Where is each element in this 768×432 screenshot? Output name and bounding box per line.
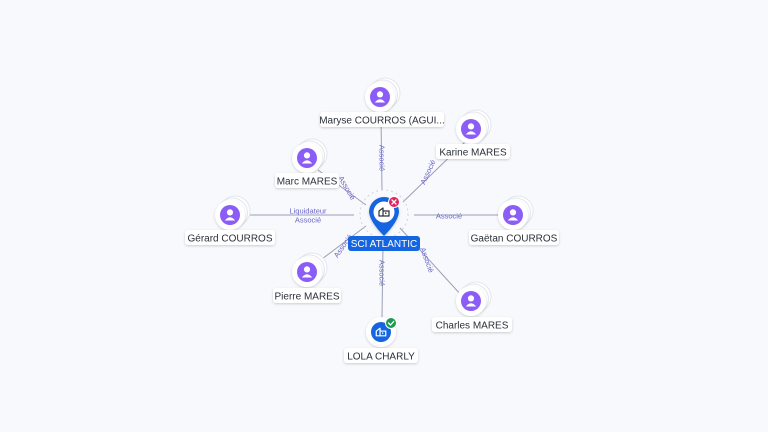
pierre-edge bbox=[317, 225, 367, 263]
person-node-pierre[interactable]: Pierre MARES bbox=[273, 252, 341, 303]
center-node-sci-atlantic[interactable]: SCI ATLANTIC bbox=[348, 189, 420, 251]
lola-edge-label: Associé bbox=[378, 260, 387, 286]
karine-edge-label: Associé bbox=[418, 158, 437, 186]
maryse-edge-label: Associé bbox=[378, 145, 387, 171]
person-node-gaetan[interactable]: Gaëtan COURROS bbox=[469, 195, 559, 245]
lola-building-icon bbox=[375, 327, 387, 337]
charles-edge-label: Associé bbox=[418, 246, 435, 274]
gaetan-person-icon bbox=[503, 205, 523, 225]
charles-person-icon bbox=[461, 291, 481, 311]
lola-label-bg bbox=[344, 348, 418, 363]
marc-person-icon bbox=[297, 148, 317, 168]
marc-label: Marc MARES bbox=[277, 177, 338, 188]
maryse-label-bg bbox=[320, 112, 444, 127]
maryse-person-icon bbox=[370, 87, 390, 107]
gaetan-label: Gaëtan COURROS bbox=[471, 234, 558, 245]
charles-label: Charles MARES bbox=[436, 321, 509, 332]
gerard-label: Gérard COURROS bbox=[187, 234, 272, 245]
gerard-edge-label: Liquidateur bbox=[289, 207, 327, 216]
maryse-edge bbox=[380, 116, 383, 191]
gaetan-edge-label: Associé bbox=[436, 212, 462, 221]
karine-person-icon bbox=[461, 119, 481, 139]
karine-label: Karine MARES bbox=[439, 148, 507, 159]
person-node-karine[interactable]: Karine MARES bbox=[436, 109, 510, 159]
gaetan-label-bg bbox=[469, 230, 559, 245]
center-label: SCI ATLANTIC bbox=[351, 239, 418, 250]
center-halo bbox=[359, 189, 409, 239]
center-layer: SCI ATLANTIC bbox=[348, 189, 420, 251]
center-building-icon bbox=[378, 207, 390, 217]
person-node-maryse[interactable]: Maryse COURROS (AGUI... bbox=[319, 77, 445, 127]
charles-label-bg bbox=[432, 317, 512, 332]
karine-label-bg bbox=[436, 144, 510, 159]
nodes-layer: Maryse COURROS (AGUI... Karine MARES Marc … bbox=[185, 77, 559, 363]
company-node-lola[interactable]: LOLA CHARLY bbox=[344, 317, 418, 363]
marc-label-bg bbox=[275, 173, 339, 188]
person-node-charles[interactable]: Charles MARES bbox=[432, 281, 512, 332]
gerard-label-bg bbox=[185, 230, 275, 245]
pierre-label-bg bbox=[273, 288, 341, 303]
person-node-marc[interactable]: Marc MARES bbox=[275, 138, 339, 188]
gerard-person-icon bbox=[220, 205, 240, 225]
gerard-2-edge-label: Associé bbox=[295, 216, 321, 225]
lola-check-icon bbox=[385, 317, 397, 329]
center-label-bg bbox=[348, 236, 420, 251]
marc-edge-label: Associé bbox=[337, 174, 358, 201]
pierre-person-icon bbox=[297, 262, 317, 282]
person-node-gerard[interactable]: Gérard COURROS bbox=[185, 195, 275, 245]
pierre-label: Pierre MARES bbox=[274, 292, 339, 303]
lola-edge bbox=[381, 243, 384, 319]
center-pin-inner bbox=[373, 201, 395, 223]
center-close-icon bbox=[388, 196, 400, 208]
lola-label: LOLA CHARLY bbox=[347, 352, 415, 363]
maryse-label: Maryse COURROS (AGUI... bbox=[319, 116, 445, 127]
lola-company-bg bbox=[371, 322, 391, 342]
